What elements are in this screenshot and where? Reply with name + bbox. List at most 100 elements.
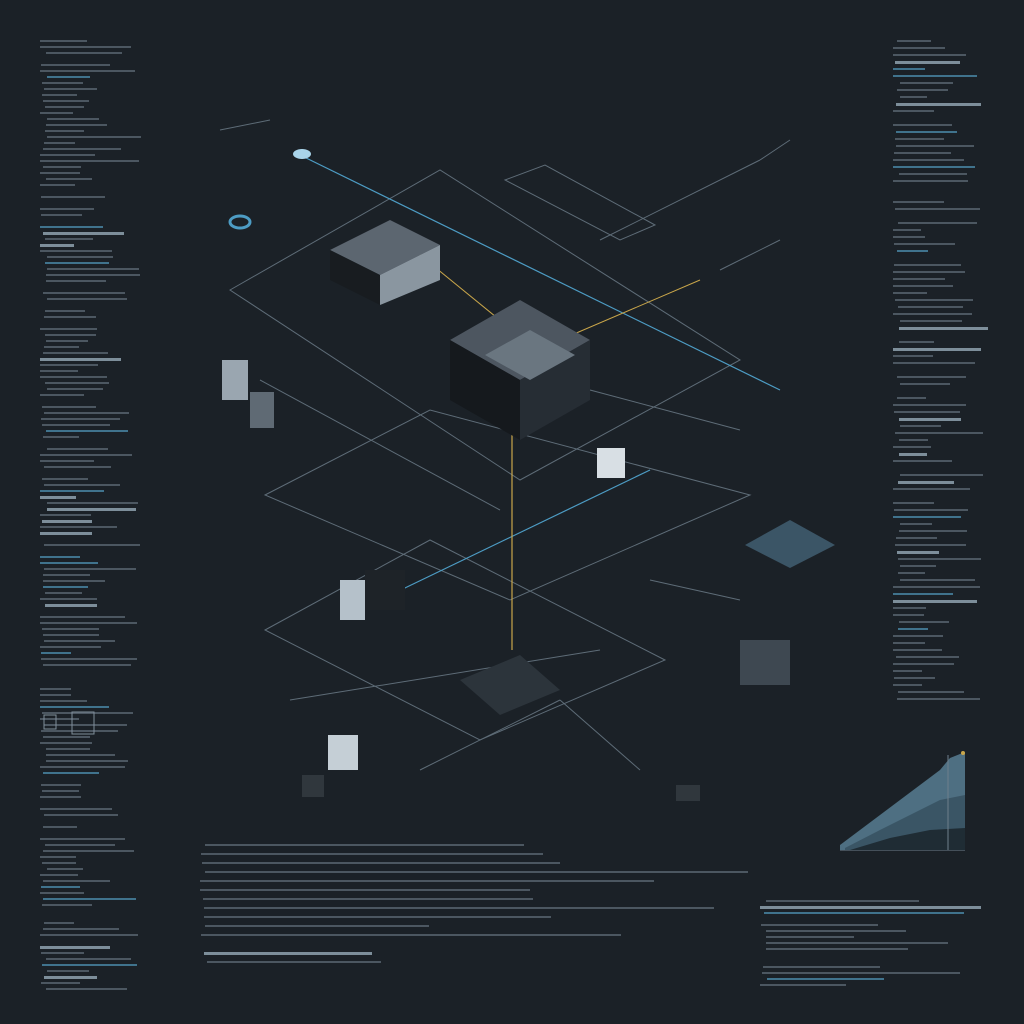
text-line (40, 154, 95, 156)
text-line (44, 568, 136, 570)
text-line (41, 886, 80, 888)
text-line (202, 862, 561, 864)
text-line (893, 292, 928, 294)
text-line (41, 418, 120, 420)
text-line (895, 432, 984, 434)
text-line (900, 523, 932, 525)
text-line (47, 868, 83, 870)
text-line (45, 604, 97, 607)
text-line (900, 320, 963, 322)
text-line (893, 47, 946, 49)
text-line (896, 656, 959, 658)
text-line (40, 796, 81, 798)
text-line (47, 136, 141, 138)
text-line (43, 928, 119, 930)
text-line (893, 502, 934, 504)
text-line (761, 924, 878, 926)
text-line (893, 180, 968, 182)
text-line (46, 340, 88, 342)
text-line (46, 958, 131, 960)
text-line (44, 412, 129, 414)
text-line (898, 572, 925, 574)
left-text-panel (40, 40, 141, 990)
text-line (45, 106, 84, 108)
text-line (898, 306, 963, 308)
text-line (898, 628, 928, 630)
text-line (41, 196, 105, 198)
text-line (893, 201, 945, 203)
text-line (766, 948, 908, 950)
text-line (40, 226, 103, 228)
text-line (40, 616, 125, 618)
text-line (897, 89, 949, 91)
text-line (893, 75, 977, 77)
server-rack-icon (330, 220, 440, 305)
text-line (899, 341, 935, 343)
text-line (44, 346, 79, 348)
text-line (895, 544, 967, 546)
text-line (893, 404, 966, 406)
text-line (899, 621, 950, 623)
text-line (201, 934, 621, 936)
text-line (43, 292, 125, 294)
text-line (43, 898, 136, 900)
text-line (44, 316, 96, 318)
text-line (42, 964, 137, 966)
text-line (764, 912, 965, 914)
text-line (763, 966, 880, 968)
text-line (46, 280, 106, 282)
text-line (893, 355, 933, 357)
text-line (893, 516, 961, 518)
text-line (893, 236, 925, 238)
text-line (900, 474, 983, 476)
text-line (893, 285, 954, 287)
text-line (41, 64, 110, 66)
text-line (893, 54, 966, 56)
text-line (44, 484, 120, 486)
text-line (40, 874, 78, 876)
text-line (895, 138, 944, 140)
bottom-right-text (760, 900, 985, 986)
text-line (40, 496, 76, 499)
text-line (893, 446, 931, 448)
text-line (900, 383, 951, 385)
text-line (894, 152, 951, 154)
text-line (894, 243, 956, 245)
text-line (898, 691, 964, 693)
database-disk-icon (228, 149, 311, 230)
text-line (40, 46, 131, 48)
text-line (45, 382, 109, 384)
text-line (40, 454, 132, 456)
text-line (896, 537, 937, 539)
text-line (40, 358, 121, 361)
text-line (900, 565, 936, 567)
text-line (40, 808, 112, 810)
text-line (44, 814, 118, 816)
text-line (201, 853, 543, 855)
text-line (41, 214, 82, 216)
text-line (896, 145, 975, 147)
text-line (893, 600, 977, 603)
text-line (40, 364, 98, 366)
text-line (44, 142, 75, 144)
text-line (893, 684, 922, 686)
text-line (893, 614, 924, 616)
right-text-panel (893, 40, 989, 700)
text-line (46, 988, 127, 990)
text-line (45, 130, 84, 132)
text-line (897, 376, 967, 378)
text-line (47, 118, 99, 120)
text-line (40, 934, 138, 936)
text-line (893, 362, 975, 364)
text-line (43, 574, 90, 576)
text-line (41, 658, 137, 660)
text-line (899, 173, 967, 175)
text-line (40, 370, 78, 372)
text-line (200, 889, 531, 891)
text-line (41, 784, 81, 786)
layer-plane-bottom (263, 539, 667, 741)
text-line (760, 984, 846, 986)
text-line (896, 131, 958, 133)
text-line (40, 766, 125, 768)
text-line (893, 635, 944, 637)
